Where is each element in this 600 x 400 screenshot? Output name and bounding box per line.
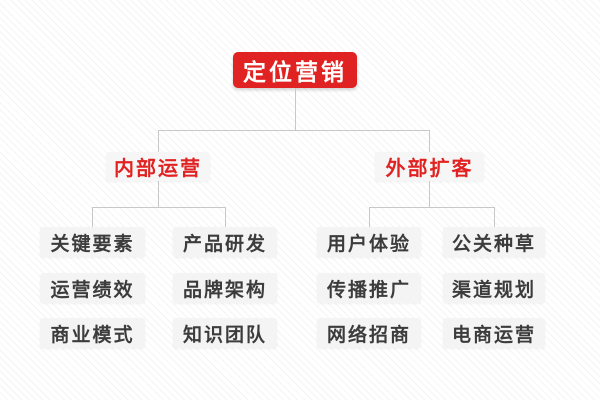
connector-line xyxy=(429,181,430,207)
root-node: 定位营销 xyxy=(233,52,357,88)
leaf-node: 关键要素 xyxy=(40,227,145,257)
connector-line xyxy=(295,88,296,130)
connector-line xyxy=(369,207,370,227)
connector-line xyxy=(369,207,495,208)
connector-line xyxy=(158,181,159,207)
leaf-node: 产品研发 xyxy=(173,227,277,257)
leaf-node: 公关种草 xyxy=(443,227,545,257)
branch-node-external: 外部扩客 xyxy=(375,152,484,181)
leaf-node: 渠道规划 xyxy=(443,273,545,303)
leaf-node: 运营绩效 xyxy=(40,273,145,303)
connector-line xyxy=(429,130,430,152)
leaf-node: 知识团队 xyxy=(173,318,277,348)
leaf-node: 用户体验 xyxy=(317,227,421,257)
connector-line xyxy=(92,207,93,227)
connector-line xyxy=(158,130,430,131)
leaf-node: 商业模式 xyxy=(40,318,145,348)
leaf-node: 传播推广 xyxy=(317,273,421,303)
connector-line xyxy=(92,207,226,208)
branch-node-internal: 内部运营 xyxy=(106,152,210,181)
connector-line xyxy=(225,207,226,227)
leaf-node: 电商运营 xyxy=(443,318,545,348)
connector-line xyxy=(158,130,159,152)
leaf-node: 品牌架构 xyxy=(173,273,277,303)
connector-line xyxy=(494,207,495,227)
leaf-node: 网络招商 xyxy=(317,318,421,348)
